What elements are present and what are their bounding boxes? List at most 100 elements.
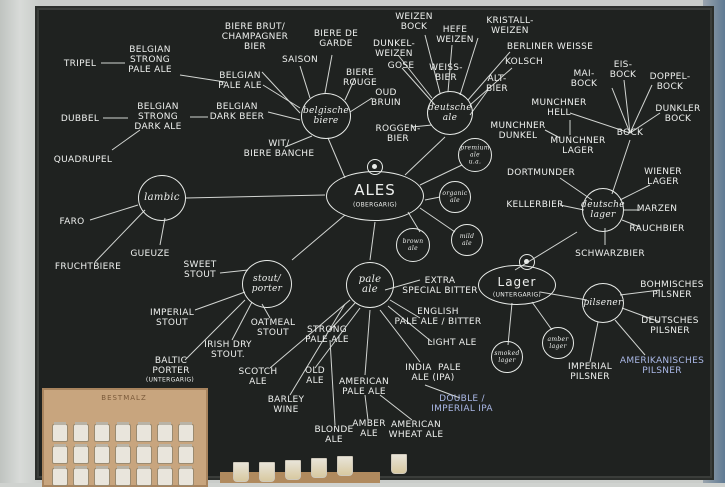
tasting-glass [233,462,249,482]
style-schwarzbier: SCHWARZBIER [575,249,645,259]
style-imperial-stout: IMPERIAL STOUT [149,308,195,328]
deutsche-ale-node [427,91,473,135]
style-light-ale: LIGHT ALE [427,338,477,348]
style-barley-wine: BARLEY WINE [267,395,305,415]
malt-jar [52,444,68,464]
style-berliner: BERLINER WEISSE [506,42,594,52]
pale-ale-node [346,262,394,308]
premium-ale-node [458,138,492,172]
style-kolsch: KOLSCH [504,57,544,67]
hop-icon [367,159,383,175]
style-american-wheat: AMERICAN WHEAT ALE [388,420,444,440]
style-munchner-dunkel: MUNCHNER DUNKEL [490,121,546,141]
style-amber: AMBER ALE [352,419,386,439]
style-amerikanisches: AMERIKANISCHES PILSNER [619,356,705,376]
style-wiener: WIENER LAGER [644,167,682,187]
organic-ale-label: organic ale [442,190,468,204]
malt-jar [115,422,131,442]
style-eisbock: EIS- BOCK [609,60,637,80]
style-baltic-sub: (UNTERGARIG) [145,376,195,384]
style-kellerbier: KELLERBIER [506,200,564,210]
style-fruchtbiere: FRUCHTBIERE [54,262,122,272]
style-quadrupel: QUADRUPEL [53,155,113,165]
style-dortmunder: DORTMUNDER [506,168,576,178]
style-marzen: MARZEN [636,204,678,214]
style-rauchbier: RAUCHBIER [629,224,685,234]
style-scotch: SCOTCH ALE [238,367,278,387]
style-baltic: BALTIC PORTER [152,356,190,376]
malt-jar [73,466,89,486]
style-belgian-strong-dark: BELGIAN STRONG DARK ALE [134,102,182,132]
style-blonde: BLONDE ALE [314,425,354,445]
malt-jar [94,466,110,486]
style-strong-pale: STRONG PALE ALE [305,325,349,345]
malt-jar [157,466,173,486]
malt-jar [136,422,152,442]
amber-lager-node [542,327,574,359]
style-sweet-stout: SWEET STOUT [183,260,217,280]
malt-jar [157,444,173,464]
style-american-pale: AMERICAN PALE ALE [338,377,390,397]
mild-ale-node [451,224,483,256]
style-dunkler-bock: DUNKLER BOCK [655,104,701,124]
style-belgian-strong-pale: BELGIAN STRONG PALE ALE [128,45,172,75]
style-weizenbock: WEIZEN BOCK [395,12,433,32]
style-altbier: ALT- BIER [486,74,508,94]
style-dunkelweizen: DUNKEL- WEIZEN [372,39,416,59]
tasting-glass [259,462,275,482]
malt-jar [115,466,131,486]
style-maibock: MAI- BOCK [570,69,598,89]
tasting-glass [391,454,407,474]
style-double-ipa: DOUBLE / IMPERIAL IPA [431,394,493,414]
style-oatmeal: OATMEAL STOUT [250,318,296,338]
style-weissbier: WEISS- BIER [429,63,463,83]
malt-jar [94,422,110,442]
style-belgian-pale: BELGIAN PALE ALE [218,71,262,91]
style-belgian-dark: BELGIAN DARK BEER [209,102,265,122]
malt-jar [178,466,194,486]
malt-jar [52,466,68,486]
brown-ale-node [396,228,430,262]
brown-ale-label: brown ale [402,238,424,252]
style-faro: FARO [59,217,85,227]
style-kristallweizen: KRISTALL- WEIZEN [486,16,534,36]
tasting-glass [311,458,327,478]
lager-title: Lager [497,275,537,289]
malt-jar [136,466,152,486]
style-hefeweizen: HEFE WEIZEN [436,25,474,45]
shelf-brand: BESTMALZ [101,394,147,402]
hop-icon [519,254,535,270]
style-doppelbock: DOPPEL- BOCK [649,72,691,92]
style-saison: SAISON [281,55,319,65]
malt-jar [178,444,194,464]
stout-porter-label: stout/ porter [251,274,283,294]
pilsener-node [582,283,624,323]
style-roggenbier: ROGGEN- BIER [375,124,421,144]
style-imperial-pilsner: IMPERIAL PILSNER [567,362,613,382]
premium-ale-label: premium ale u.a. [460,144,490,166]
style-english-pale: ENGLISH PALE ALE / BITTER [394,307,482,327]
lambic-node [138,175,186,221]
lager-node [478,265,556,305]
mild-ale-label: mild ale [459,233,475,247]
style-bock: BOCK [616,128,644,138]
ales-subtitle: (OBERGARIG) [352,201,398,209]
amber-lager-label: amber lager [547,336,569,350]
lager-subtitle: (UNTERGARIG) [492,291,542,299]
malt-jar [73,444,89,464]
style-deutsches: DEUTSCHES PILSNER [641,316,699,336]
malt-jar [52,422,68,442]
style-oud-bruin: OUD BRUIN [371,88,401,108]
tasting-glass [337,456,353,476]
malt-jar [157,422,173,442]
style-gose: GOSE [387,61,415,71]
style-tripel: TRIPEL [63,59,97,69]
pale-ale-label: pale ale [358,274,382,295]
smoked-lager-node [491,341,523,373]
malt-jar [115,444,131,464]
malt-jar [73,422,89,442]
smoked-lager-label: smoked lager [494,350,520,364]
malt-jar [94,444,110,464]
pilsener-label: pilsener [583,298,623,308]
